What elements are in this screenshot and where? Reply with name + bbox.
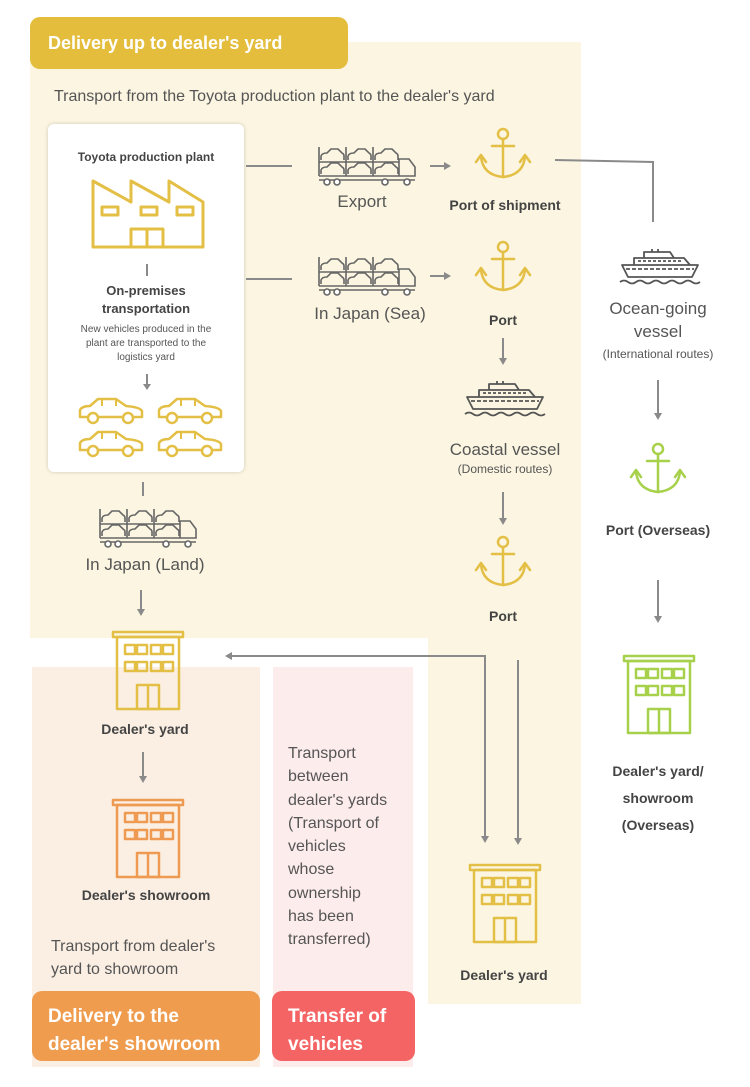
onpremises-label-2: transportation xyxy=(101,301,191,316)
transfer-desc-line: dealer's yards xyxy=(288,791,388,809)
showroom-desc-1: Transport from dealer's xyxy=(51,938,216,955)
onpremises-desc-1: New vehicles produced in the xyxy=(80,324,212,335)
transfer-desc-line: has been xyxy=(288,908,354,926)
in-japan-sea-label: In Japan (Sea) xyxy=(314,304,426,323)
in-japan-land-label: In Japan (Land) xyxy=(85,555,205,574)
ocean-vessel-label-2: vessel xyxy=(633,322,683,341)
yard-delivery-subtitle: Transport from the Toyota production pla… xyxy=(54,88,495,105)
transfer-desc-line: whose xyxy=(288,861,335,879)
transfer-desc-line: Transport xyxy=(288,745,356,762)
dealers-yard-right-label: Dealer's yard xyxy=(460,967,548,983)
port-label-1: Port xyxy=(489,312,517,328)
coastal-vessel-sublabel: (Domestic routes) xyxy=(457,462,553,476)
plant-title: Toyota production plant xyxy=(77,150,215,164)
ocean-vessel-label-1: Ocean-going xyxy=(609,299,707,318)
showroom-title-line-1: Delivery to the xyxy=(48,1006,179,1027)
dealers-showroom-label: Dealer's showroom xyxy=(81,887,211,903)
dealers-yard-left-label: Dealer's yard xyxy=(101,721,189,737)
onpremises-label-1: On-premises xyxy=(106,283,186,298)
transfer-description: Transport between dealer's yards (Transp… xyxy=(288,742,408,952)
onpremises-desc-2: plant are transported to the xyxy=(85,338,207,349)
ocean-vessel-sublabel: (International routes) xyxy=(602,347,714,361)
onpremises-desc-3: logistics yard xyxy=(117,352,175,363)
overseas-label-3: (Overseas) xyxy=(621,817,695,833)
transfer-desc-line: (Transport of xyxy=(288,814,379,832)
coastal-vessel-label: Coastal vessel xyxy=(449,440,561,459)
port-of-shipment-label: Port of shipment xyxy=(449,197,561,213)
yard-delivery-title: Delivery up to dealer's yard xyxy=(48,33,283,53)
transfer-desc-line: ownership xyxy=(288,884,361,902)
overseas-label-2: showroom xyxy=(622,790,694,806)
transfer-title-line-2: vehicles xyxy=(288,1034,363,1055)
port-label-2: Port xyxy=(489,608,517,624)
export-label: Export xyxy=(337,192,387,211)
showroom-desc-2: yard to showroom xyxy=(51,961,179,978)
showroom-delivery-header: Delivery to the dealer's showroom xyxy=(32,991,260,1061)
yard-delivery-header: Delivery up to dealer's yard xyxy=(30,17,348,69)
transfer-desc-line: between xyxy=(288,768,349,786)
transfer-title-line-1: Transfer of xyxy=(288,1006,387,1027)
transfer-desc-line: transferred) xyxy=(288,931,371,949)
showroom-title-line-2: dealer's showroom xyxy=(48,1034,221,1055)
port-overseas-label: Port (Overseas) xyxy=(605,522,711,538)
transfer-header: Transfer of vehicles xyxy=(272,991,415,1061)
overseas-label-1: Dealer's yard/ xyxy=(612,763,704,779)
transfer-desc-line: vehicles xyxy=(288,838,346,856)
